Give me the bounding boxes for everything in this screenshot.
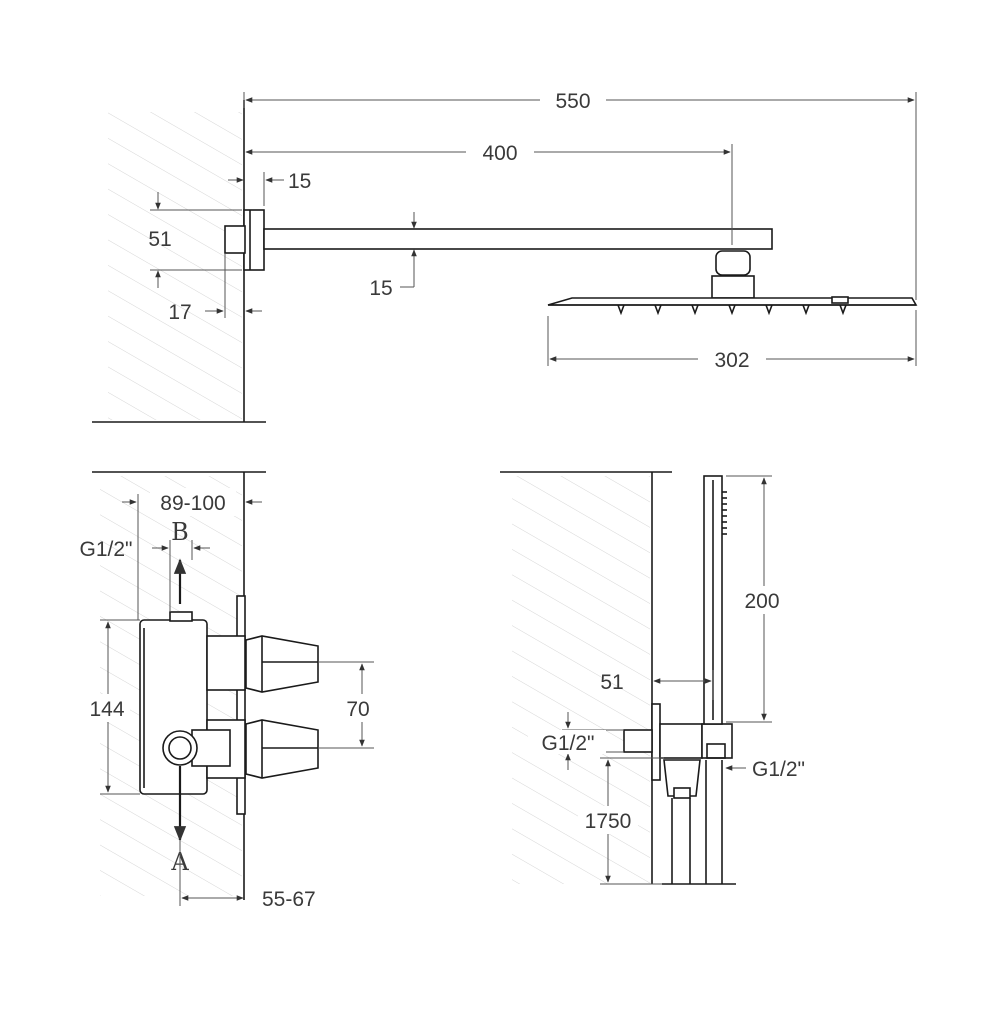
outlet-knob <box>162 730 198 766</box>
handshower-nozzles <box>722 491 727 535</box>
dimension-70: 70 <box>318 661 384 749</box>
dim-label-51-top: 51 <box>148 228 171 251</box>
valve-body <box>139 619 208 795</box>
wall-outlet-nipple <box>623 729 653 753</box>
ball-joint-upper <box>715 250 751 276</box>
dimension-55-67: 55-67 <box>179 840 316 911</box>
dim-label-89-100: 89-100 <box>160 492 225 515</box>
dim-label-thread-left: G1/2" <box>542 732 595 755</box>
dim-label-302: 302 <box>714 349 749 372</box>
dimension-51-handshower: 51 <box>600 670 714 700</box>
dimension-51-top: 51 <box>148 192 242 288</box>
ball-joint-lower <box>711 275 755 299</box>
rain-head <box>547 297 918 306</box>
dim-label-arm-15: 15 <box>369 277 392 300</box>
wall-hatch-top <box>108 112 242 420</box>
hose-connector-nut <box>673 787 691 799</box>
cover-plate <box>236 595 246 815</box>
dimension-thread-left: G1/2" <box>528 712 624 770</box>
outlet-knob-inner <box>168 736 192 760</box>
dim-label-thread-mixer: G1/2" <box>80 538 133 561</box>
upper-cartridge <box>206 635 246 691</box>
dim-label-51-handshower: 51 <box>600 671 623 694</box>
wall-outlet-plate <box>651 703 661 781</box>
dimension-144: 144 <box>86 619 140 795</box>
dimension-550: 550 <box>243 86 917 300</box>
overhead-shower-view: 550 400 15 51 17 <box>92 86 918 423</box>
dimension-1750: 1750 <box>578 757 664 885</box>
rain-head-button <box>831 296 849 304</box>
shower-arm <box>263 228 773 250</box>
dim-label-flange-15: 15 <box>288 170 311 193</box>
dim-label-144: 144 <box>89 698 124 721</box>
mixer-view: B A 89-100 G1/2" 144 <box>80 471 384 911</box>
dim-label-200: 200 <box>744 590 779 613</box>
handshower-holder <box>701 723 733 759</box>
upper-handle <box>245 635 319 693</box>
wall-connector <box>224 225 246 254</box>
dimension-302: 302 <box>547 310 917 373</box>
port-b-label: B <box>171 518 189 546</box>
dimension-400: 400 <box>245 138 733 245</box>
holder-slot <box>706 743 726 759</box>
dimension-arm-15: 15 <box>369 212 417 300</box>
valve-top-outlet <box>169 611 193 622</box>
rain-head-nozzles <box>617 304 847 316</box>
dimension-17: 17 <box>168 254 262 324</box>
dimension-thread-right: G1/2" <box>725 758 805 781</box>
dimension-thread-mixer: G1/2" <box>80 538 210 612</box>
dim-label-thread-right: G1/2" <box>752 758 805 781</box>
dim-label-17: 17 <box>168 301 191 324</box>
lower-handle <box>245 719 319 779</box>
dim-label-550: 550 <box>555 90 590 113</box>
wall-outlet-body <box>659 723 703 759</box>
dim-label-55-67: 55-67 <box>262 888 316 911</box>
dimension-200: 200 <box>726 475 788 723</box>
handshower-view: 200 51 G1/2" G1/2" 1750 <box>500 471 805 885</box>
arm-flange <box>243 209 265 271</box>
dim-label-400: 400 <box>482 142 517 165</box>
dim-label-1750: 1750 <box>585 810 632 833</box>
outlet-collar <box>191 729 231 767</box>
dim-label-70: 70 <box>346 698 369 721</box>
hose-connector <box>663 759 701 797</box>
dimension-flange-15: 15 <box>228 170 311 206</box>
dimension-89-100: 89-100 <box>122 488 262 620</box>
